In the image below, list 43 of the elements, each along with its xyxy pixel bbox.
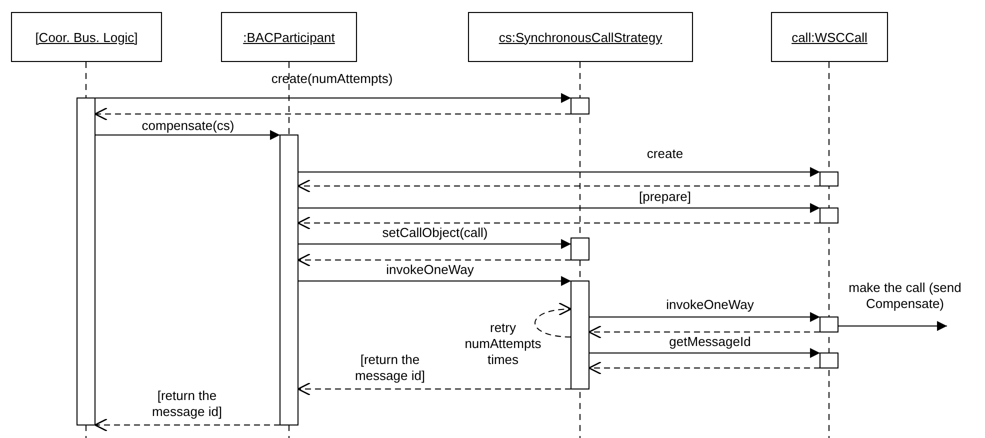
activation-bar bbox=[820, 316, 838, 332]
return-arrow bbox=[588, 361, 820, 375]
message-arrow bbox=[298, 276, 572, 286]
return-arrow bbox=[297, 382, 572, 396]
message-arrow bbox=[298, 239, 572, 249]
message-arrow bbox=[298, 203, 820, 213]
message-label: invokeOneWay bbox=[665, 297, 755, 313]
message-label: create bbox=[646, 146, 684, 162]
return-arrow bbox=[94, 418, 280, 432]
return-arrow bbox=[297, 253, 572, 267]
activation-bar bbox=[76, 98, 96, 426]
message-label: create(numAttempts) bbox=[270, 71, 394, 87]
return-arrow bbox=[94, 107, 572, 121]
object-box: :BACParticipant bbox=[221, 12, 357, 62]
message-label: invokeOneWay bbox=[385, 262, 475, 278]
return-arrow bbox=[588, 325, 820, 339]
return-arrow bbox=[297, 179, 820, 193]
object-box: cs:SynchronousCallStrategy bbox=[468, 12, 693, 62]
activation-bar bbox=[820, 352, 838, 368]
object-box: call:WSCCall bbox=[771, 12, 888, 62]
message-arrow bbox=[94, 93, 572, 103]
return-arrow bbox=[297, 216, 820, 230]
message-label: make the call (send Compensate) bbox=[848, 280, 962, 312]
message-label: [return the message id] bbox=[354, 352, 426, 384]
message-label: retry numAttempts times bbox=[464, 320, 542, 368]
activation-bar bbox=[570, 98, 590, 114]
message-arrow bbox=[298, 167, 820, 177]
object-box: [Coor. Bus. Logic] bbox=[11, 12, 162, 62]
activation-bar bbox=[820, 172, 838, 186]
return-arrow bbox=[534, 302, 572, 338]
message-arrow bbox=[838, 321, 948, 331]
message-label: [prepare] bbox=[638, 189, 692, 205]
message-label: [return the message id] bbox=[150, 388, 224, 420]
message-arrow bbox=[588, 312, 820, 322]
message-label: setCallObject(call) bbox=[381, 225, 489, 241]
message-label: compensate(cs) bbox=[140, 118, 236, 134]
message-arrow bbox=[588, 348, 820, 358]
activation-bar bbox=[280, 134, 298, 426]
activation-bar bbox=[820, 208, 838, 224]
activation-bar bbox=[570, 280, 590, 390]
message-arrow bbox=[94, 130, 280, 140]
message-label: getMessageId bbox=[668, 334, 752, 350]
activation-bar bbox=[570, 238, 590, 260]
